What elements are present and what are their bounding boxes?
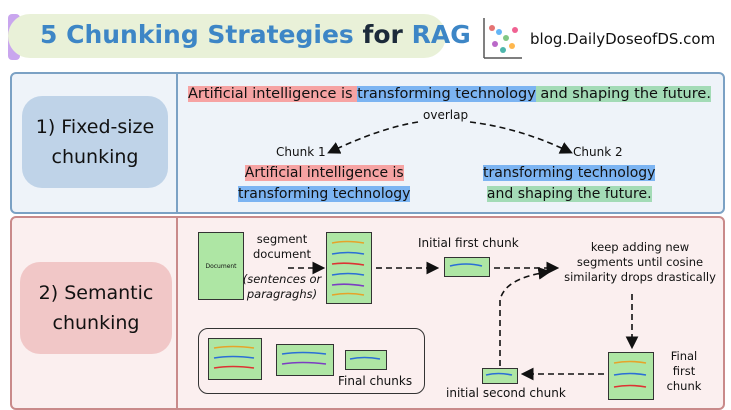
- segment-line1: segment: [256, 232, 308, 246]
- final-chunks-label: Final chunks: [338, 374, 413, 388]
- sentence-part-red: Artificial intelligence is: [188, 86, 358, 102]
- title-rag: RAG: [411, 20, 471, 49]
- final-first-line1: Final: [670, 349, 698, 363]
- title-banner: [8, 14, 446, 58]
- chunk2-label: Chunk 2: [573, 145, 623, 159]
- final-chunk-2: [276, 344, 334, 376]
- chunk2-line1: transforming technology: [483, 165, 656, 181]
- panel1-divider: [176, 72, 178, 214]
- final-first-line3: chunk: [666, 379, 702, 393]
- final-first-chunk-box: [608, 352, 654, 400]
- chunk1-label: Chunk 1: [276, 145, 326, 159]
- chunk1-line1: Artificial intelligence is: [244, 165, 404, 181]
- document-box: Document: [198, 232, 244, 300]
- full-sentence: Artificial intelligence is transforming …: [188, 86, 711, 102]
- fixed-label-line1: 1) Fixed-size: [35, 116, 155, 138]
- semantic-label: 2) Semantic chunking: [20, 262, 172, 354]
- page-title: 5 Chunking Strategies for RAG: [40, 20, 471, 49]
- segment-line2: document: [252, 247, 312, 261]
- keep-line2: segments until cosine: [576, 255, 704, 269]
- overlap-label: overlap: [423, 108, 469, 122]
- chunk2-box: transforming technology and shaping the …: [483, 163, 656, 205]
- keep-line1: keep adding new: [590, 240, 690, 254]
- chunk1-box: Artificial intelligence is transforming …: [238, 163, 411, 205]
- initial-second-chunk-label: initial second chunk: [446, 386, 566, 400]
- keep-line3: similarity drops drastically: [564, 270, 716, 284]
- document-label: Document: [205, 263, 237, 270]
- panel2-divider: [176, 216, 178, 410]
- final-first-line2: first: [672, 364, 696, 378]
- fixed-label-line2: chunking: [51, 146, 139, 168]
- final-chunk-1: [208, 338, 262, 380]
- initial-second-chunk-box: [482, 368, 518, 384]
- segment-note-italic: (sentences or paragraghs): [240, 272, 324, 302]
- segment-line3: (sentences or: [242, 272, 322, 286]
- sentence-part-blue: transforming technology: [357, 86, 536, 102]
- initial-first-chunk-label: Initial first chunk: [418, 236, 519, 250]
- chunk1-line2: transforming technology: [238, 186, 411, 202]
- blog-url: blog.DailyDoseofDS.com: [530, 30, 716, 48]
- title-for: for: [362, 20, 412, 49]
- segment-note: segment document: [250, 232, 314, 262]
- keep-adding-note: keep adding new segments until cosine si…: [560, 240, 720, 285]
- initial-first-chunk-box: [444, 257, 490, 277]
- fixed-size-label: 1) Fixed-size chunking: [22, 96, 168, 188]
- sentence-part-green: and shaping the future.: [535, 86, 711, 102]
- title-strategies: 5 Chunking Strategies: [40, 20, 363, 49]
- final-first-chunk-label: Final first chunk: [662, 349, 706, 394]
- final-chunk-3: [345, 350, 387, 370]
- segment-line4: paragraghs): [246, 287, 318, 301]
- semantic-label-line2: chunking: [52, 312, 140, 334]
- semantic-label-line1: 2) Semantic: [38, 282, 154, 304]
- chunk2-line2: and shaping the future.: [486, 186, 652, 202]
- segmented-document: [326, 232, 372, 304]
